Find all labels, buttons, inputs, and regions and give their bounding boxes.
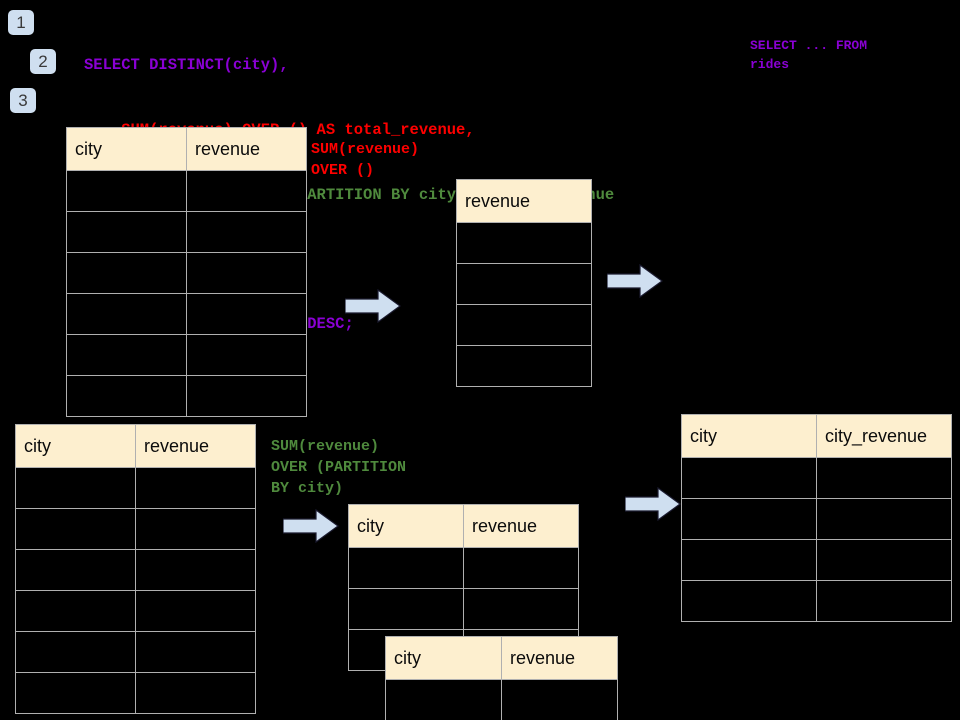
column-header-city-revenue: city_revenue xyxy=(816,414,952,458)
cell-city xyxy=(348,547,464,589)
table-header-row: city revenue xyxy=(66,127,307,171)
column-header-city: city xyxy=(681,414,817,458)
cell-revenue xyxy=(456,345,592,387)
column-header-revenue: revenue xyxy=(463,504,579,548)
table-row xyxy=(66,375,307,417)
column-header-city: city xyxy=(66,127,187,171)
cell-revenue xyxy=(135,672,256,714)
table-row xyxy=(456,222,592,264)
column-header-city: city xyxy=(348,504,464,548)
table-header-row: city revenue xyxy=(15,424,256,468)
cell-revenue xyxy=(463,588,579,630)
table-row xyxy=(15,508,256,550)
table-row xyxy=(15,631,256,673)
table-row xyxy=(66,252,307,294)
table-row xyxy=(348,588,579,630)
table-row xyxy=(66,211,307,253)
table-rides-source-bottom: city revenue xyxy=(15,424,256,714)
cell-revenue xyxy=(501,679,618,720)
table-row xyxy=(15,590,256,632)
cell-city xyxy=(681,580,817,622)
table-row xyxy=(15,549,256,591)
column-header-revenue: revenue xyxy=(501,636,618,680)
table-header-row: city revenue xyxy=(348,504,579,548)
step-badge-1: 1 xyxy=(8,10,34,35)
cell-city xyxy=(15,631,136,673)
cell-city xyxy=(66,252,187,294)
cell-revenue xyxy=(456,304,592,346)
table-row xyxy=(456,263,592,305)
cell-revenue xyxy=(186,170,307,212)
cell-revenue xyxy=(186,334,307,376)
table-row xyxy=(681,498,952,540)
cell-city xyxy=(66,334,187,376)
table-row xyxy=(456,304,592,346)
column-header-revenue: revenue xyxy=(135,424,256,468)
table-row xyxy=(66,170,307,212)
step-badge-2: 2 xyxy=(30,49,56,74)
table-row xyxy=(15,672,256,714)
column-header-city: city xyxy=(385,636,502,680)
table-rides-source-top: city revenue xyxy=(66,127,307,417)
cell-city xyxy=(66,293,187,335)
column-header-city: city xyxy=(15,424,136,468)
cell-city xyxy=(15,508,136,550)
cell-revenue xyxy=(186,211,307,253)
cell-revenue xyxy=(135,508,256,550)
cell-city-revenue xyxy=(816,457,952,499)
cell-city xyxy=(15,590,136,632)
cell-revenue xyxy=(135,467,256,509)
cell-revenue xyxy=(186,293,307,335)
arrow-source-to-total xyxy=(345,289,401,323)
cell-city xyxy=(15,672,136,714)
table-row xyxy=(681,457,952,499)
cell-revenue xyxy=(135,549,256,591)
cell-city-revenue xyxy=(816,498,952,540)
cell-city xyxy=(15,549,136,591)
cell-city xyxy=(66,375,187,417)
arrow-total-to-result xyxy=(607,264,663,298)
table-row xyxy=(66,334,307,376)
cell-revenue xyxy=(456,263,592,305)
table-row xyxy=(681,580,952,622)
sql-line-select: SELECT DISTINCT(city), xyxy=(84,56,289,75)
table-row xyxy=(66,293,307,335)
cell-revenue xyxy=(463,547,579,589)
annotation-sum-over-empty: SUM(revenue) OVER () xyxy=(311,141,420,179)
cell-city-revenue xyxy=(816,580,952,622)
table-header-row: revenue xyxy=(456,179,592,223)
cell-city xyxy=(681,498,817,540)
cell-revenue xyxy=(186,252,307,294)
cell-city xyxy=(15,467,136,509)
arrow-source-to-partition xyxy=(283,509,339,543)
cell-revenue xyxy=(135,631,256,673)
cell-revenue xyxy=(456,222,592,264)
table-header-row: city city_revenue xyxy=(681,414,952,458)
cell-city xyxy=(681,539,817,581)
table-row xyxy=(15,467,256,509)
arrow-partition-to-result xyxy=(625,487,681,521)
table-row xyxy=(456,345,592,387)
cell-city xyxy=(348,588,464,630)
column-header-revenue: revenue xyxy=(456,179,592,223)
table-city-revenue-result: city city_revenue xyxy=(681,414,952,622)
cell-city xyxy=(66,211,187,253)
cell-city xyxy=(385,679,502,720)
cell-city xyxy=(681,457,817,499)
cell-city xyxy=(66,170,187,212)
cell-city-revenue xyxy=(816,539,952,581)
table-header-row: city revenue xyxy=(385,636,618,680)
table-row xyxy=(681,539,952,581)
annotation-sum-over-partition: SUM(revenue) OVER (PARTITION BY city) xyxy=(271,438,407,497)
table-total-revenue: revenue xyxy=(456,179,592,387)
step-badge-3: 3 xyxy=(10,88,36,113)
annotation-select-from: SELECT ... FROM rides xyxy=(750,38,868,72)
column-header-revenue: revenue xyxy=(186,127,307,171)
cell-revenue xyxy=(135,590,256,632)
table-partition-group-front: city revenue xyxy=(385,636,618,720)
table-partition-group-back: city revenue xyxy=(348,504,579,671)
cell-revenue xyxy=(186,375,307,417)
table-row xyxy=(348,547,579,589)
table-row xyxy=(385,679,618,720)
